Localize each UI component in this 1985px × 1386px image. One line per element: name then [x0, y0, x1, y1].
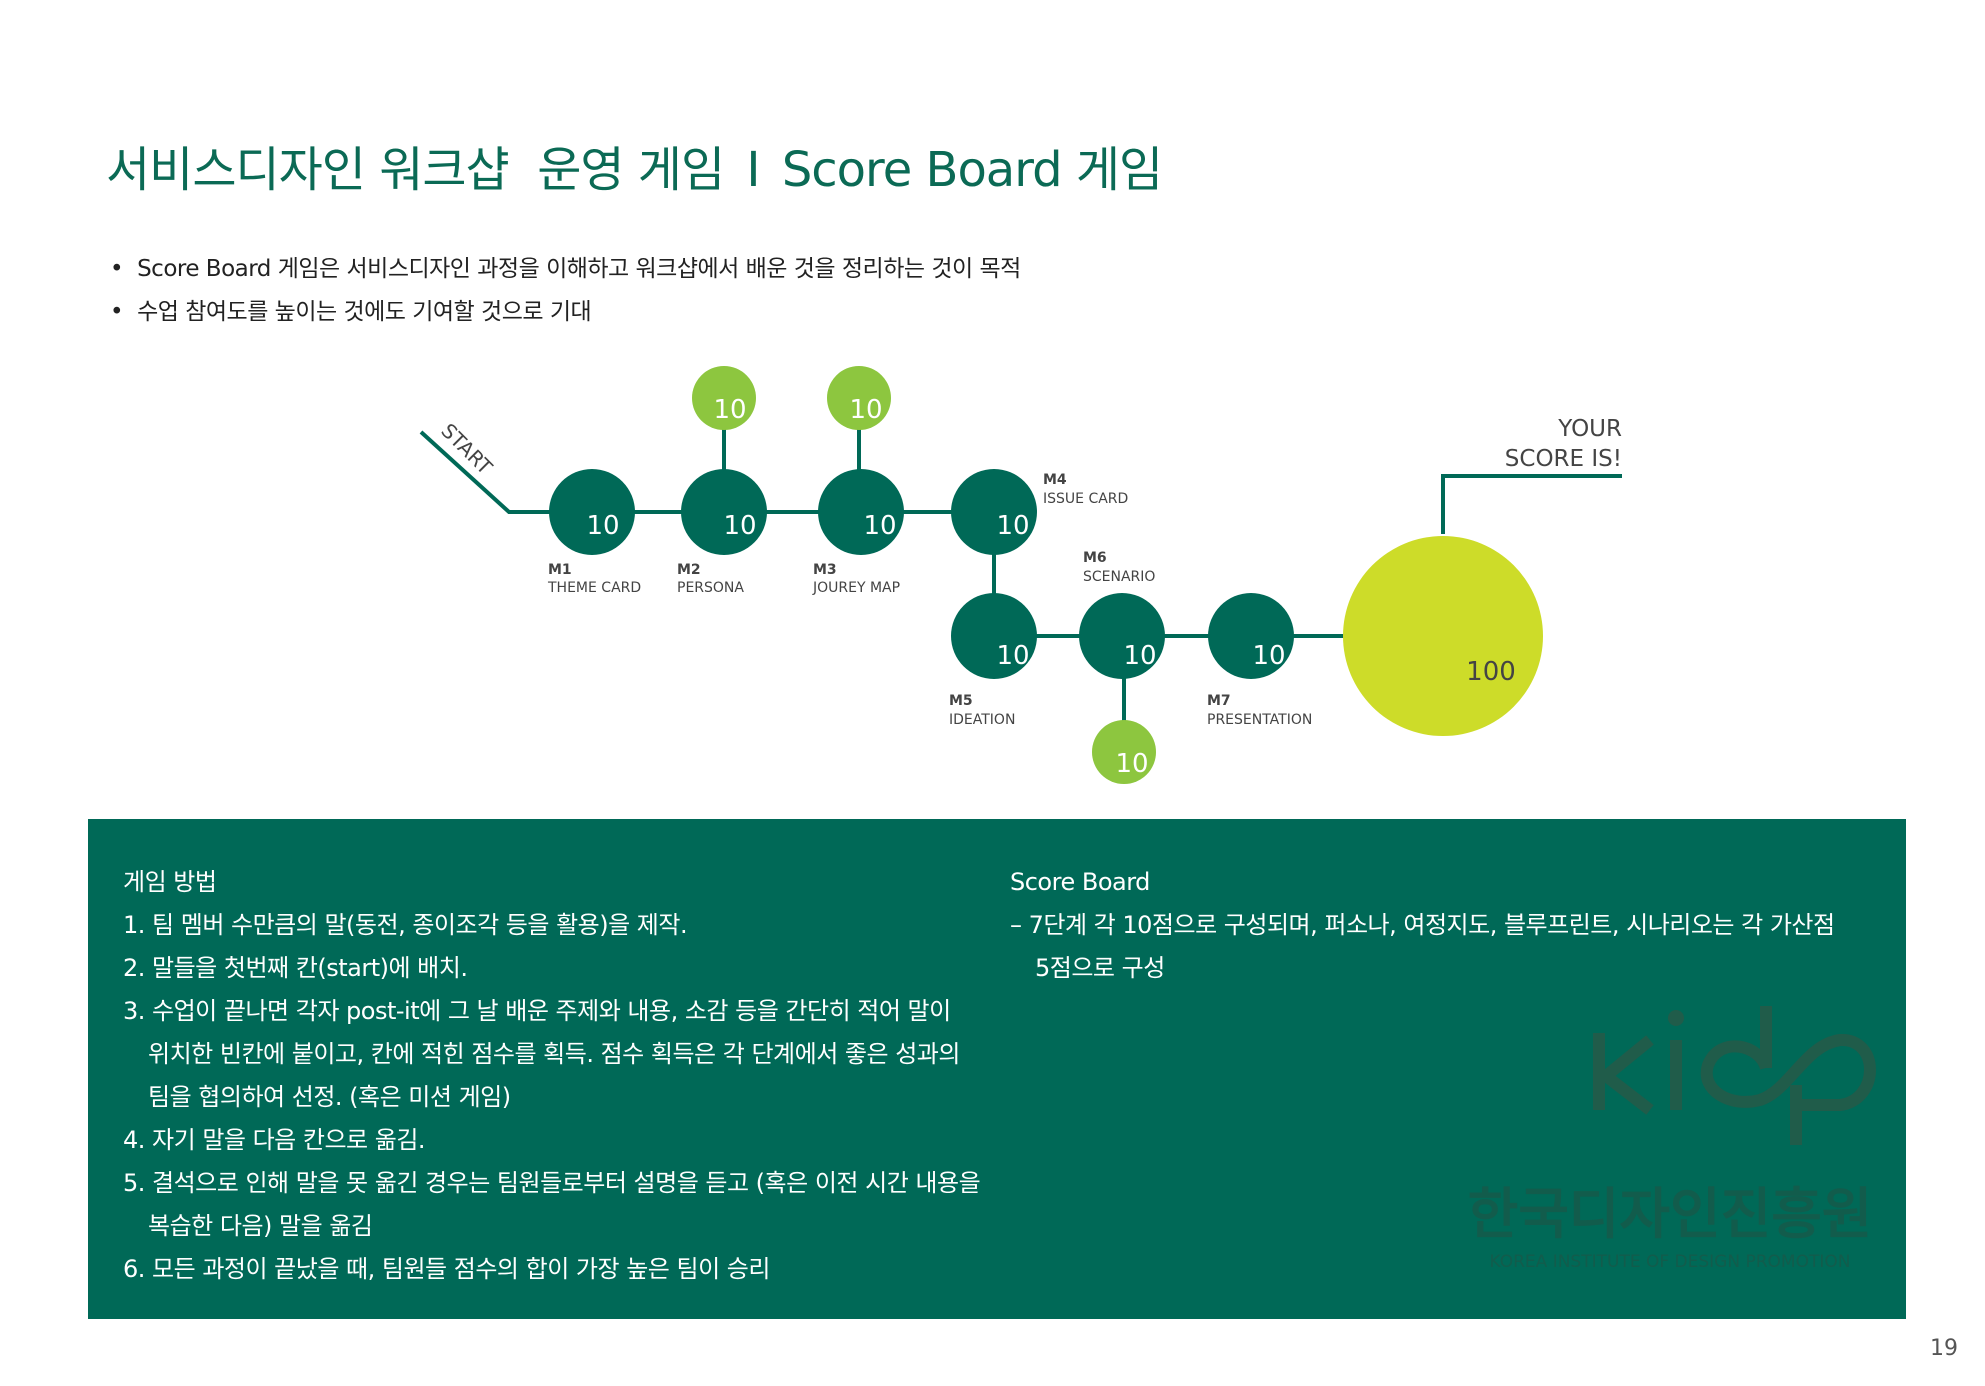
stage-code: M6	[1083, 550, 1107, 566]
howto-line: 2. 말들을 첫번째 칸(start)에 배치.	[123, 954, 468, 982]
howto-line: 5. 결석으로 인해 말을 못 옮긴 경우는 팀원들로부터 설명을 듣고 (혹은…	[123, 1169, 981, 1197]
bonus-circle-m2	[692, 366, 756, 430]
stage-name: JOUREY MAP	[812, 580, 900, 596]
howto-line: 위치한 빈칸에 붙이고, 칸에 적힌 점수를 획득. 점수 획득은 각 단계에서…	[148, 1040, 960, 1068]
bonus-score: 10	[1115, 749, 1148, 779]
stage-name: PRESENTATION	[1207, 712, 1312, 728]
stage-code: M1	[548, 562, 572, 578]
stage-name: IDEATION	[949, 712, 1015, 728]
bonus-circle-m3	[827, 366, 891, 430]
title-sub: Score Board 게임	[781, 142, 1163, 198]
stage-circle-m2	[681, 469, 767, 555]
stage-circle-m7	[1208, 593, 1294, 679]
stage-score: 10	[723, 511, 756, 541]
stage-name: THEME CARD	[547, 580, 641, 596]
stage-score: 10	[1123, 641, 1156, 671]
start-label: START	[436, 419, 497, 480]
total-score: 100	[1466, 657, 1516, 687]
stage-code: M2	[677, 562, 701, 578]
stage-score: 10	[1252, 641, 1285, 671]
stage-circle-m6	[1079, 593, 1165, 679]
stage-name: SCENARIO	[1083, 569, 1155, 585]
howto-line: 4. 자기 말을 다음 칸으로 옮김.	[123, 1126, 426, 1154]
scoreboard-line: 5점으로 구성	[1035, 954, 1165, 982]
page-title: 서비스디자인 워크샵 운영 게임 I Score Board 게임	[106, 130, 1163, 200]
bonus-score: 10	[849, 395, 882, 425]
end-label: YOUR	[1557, 416, 1622, 442]
scoreboard-section: Score Board – 7단계 각 10점으로 구성되며, 퍼소나, 여정지…	[1010, 861, 1835, 990]
stage-circle-m4	[951, 469, 1037, 555]
total-circle	[1343, 536, 1543, 736]
title-main: 서비스디자인 워크샵 운영 게임	[106, 142, 725, 198]
bullet-item: Score Board 게임은 서비스디자인 과정을 이해하고 워크샵에서 배운…	[110, 248, 1021, 291]
stage-circle-m1	[549, 469, 635, 555]
title-separator: I	[746, 142, 760, 198]
stage-score: 10	[996, 641, 1029, 671]
stage-code: M4	[1043, 472, 1067, 488]
logo-k	[1593, 1033, 1654, 1115]
intro-bullets: Score Board 게임은 서비스디자인 과정을 이해하고 워크샵에서 배운…	[110, 248, 1021, 334]
kidp-logo: 한국디자인진흥원 KOREA INSTITUTE OF DESIGN PROMO…	[1468, 1006, 1876, 1272]
howto-section: 게임 방법 1. 팀 멤버 수만큼의 말(동전, 종이조각 등을 활용)을 제작…	[123, 861, 981, 1291]
scoreboard-heading: Score Board	[1010, 868, 1150, 896]
bonus-score: 10	[713, 395, 746, 425]
howto-line: 3. 수업이 끝나면 각자 post-it에 그 날 배운 주제와 내용, 소감…	[123, 997, 951, 1025]
bullet-item: 수업 참여도를 높이는 것에도 기여할 것으로 기대	[110, 291, 1021, 334]
logo-english: KOREA INSTITUTE OF DESIGN PROMOTION	[1490, 1252, 1851, 1272]
logo-korean: 한국디자인진흥원	[1468, 1182, 1873, 1246]
score-board-diagram: START YOUR SCORE IS! 10 10 10 10 10 10 1…	[419, 366, 1622, 784]
end-line	[1441, 474, 1622, 534]
bonus-circle-m6	[1092, 720, 1156, 784]
stage-score: 10	[586, 511, 619, 541]
stage-code: M5	[949, 693, 973, 709]
howto-line: 복습한 다음) 말을 옮김	[148, 1212, 373, 1240]
howto-heading: 게임 방법	[123, 868, 217, 896]
stage-code: M7	[1207, 693, 1231, 709]
scoreboard-line: – 7단계 각 10점으로 구성되며, 퍼소나, 여정지도, 블루프린트, 시나…	[1010, 911, 1835, 939]
stage-circle-m5	[951, 593, 1037, 679]
end-label: SCORE IS!	[1505, 446, 1622, 472]
howto-line: 팀을 협의하여 선정. (혹은 미션 게임)	[148, 1083, 511, 1111]
stage-name: ISSUE CARD	[1043, 491, 1128, 507]
stage-score: 10	[863, 511, 896, 541]
page-number: 19	[1930, 1336, 1958, 1361]
howto-line: 1. 팀 멤버 수만큼의 말(동전, 종이조각 등을 활용)을 제작.	[123, 911, 688, 939]
stage-score: 10	[996, 511, 1029, 541]
stage-circle-m3	[818, 469, 904, 555]
stage-name: PERSONA	[677, 580, 744, 596]
stage-code: M3	[813, 562, 837, 578]
howto-line: 6. 모든 과정이 끝났을 때, 팀원들 점수의 합이 가장 높은 팀이 승리	[123, 1255, 770, 1283]
